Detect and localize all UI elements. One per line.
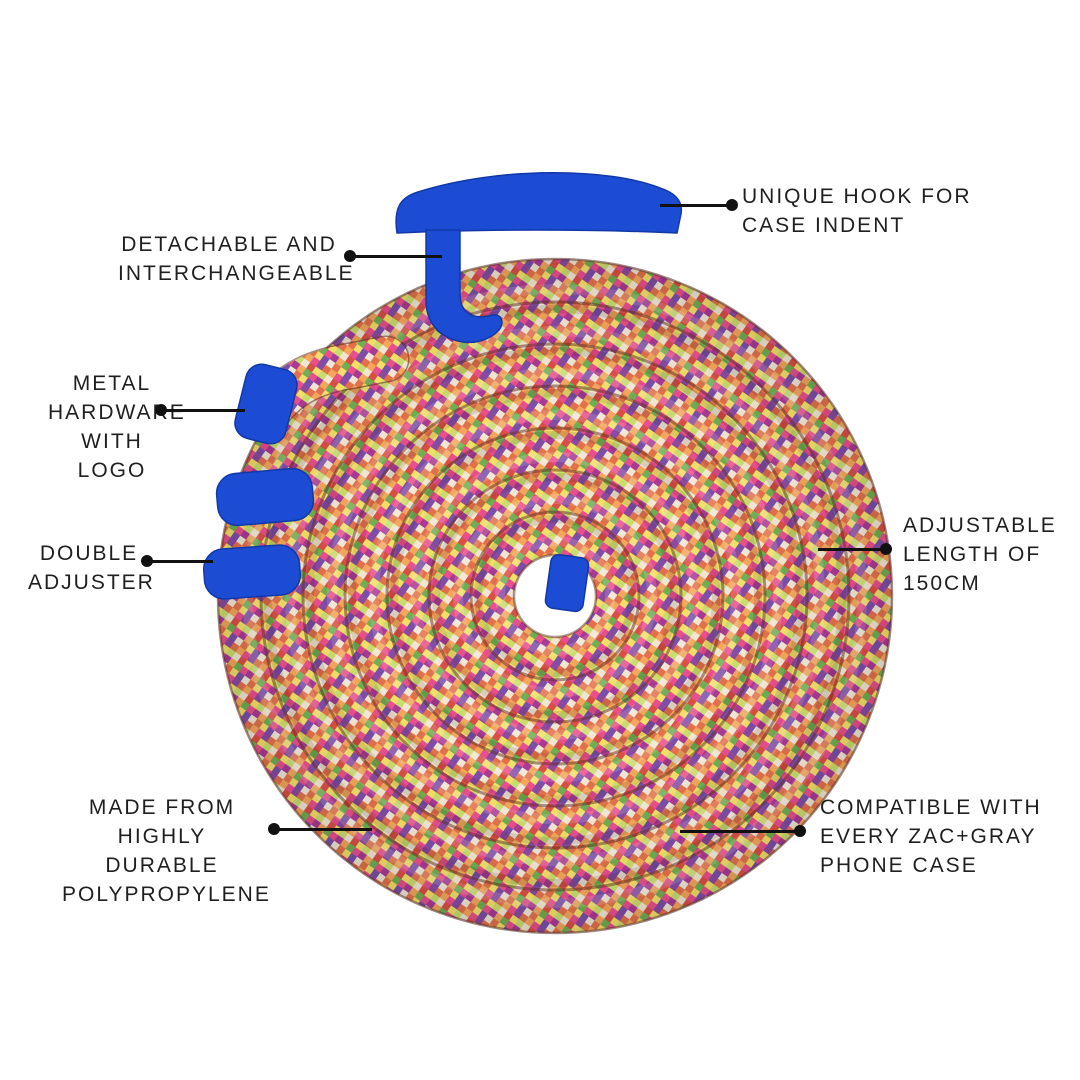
- callout-label-double-adjuster: DOUBLE ADJUSTER: [28, 539, 155, 597]
- callout-line: [149, 560, 213, 563]
- callout-dot: [268, 823, 280, 835]
- callout-label-metal-hardware: METAL HARDWARE WITH LOGO: [48, 369, 186, 485]
- callout-dot: [141, 555, 153, 567]
- callout-dot: [726, 199, 738, 211]
- adjuster-upper: [215, 467, 315, 527]
- hook-curl: [425, 229, 503, 344]
- callout-label-line: DETACHABLE AND: [121, 233, 337, 256]
- callout-line: [818, 548, 888, 551]
- callout-dot: [794, 825, 806, 837]
- callout-dot: [344, 250, 356, 262]
- hook-bar: [395, 172, 683, 234]
- callout-label-compatible: COMPATIBLE WITH EVERY ZAC+GRAY PHONE CAS…: [820, 793, 1050, 880]
- callout-dot: [155, 404, 167, 416]
- callout-label-material: MADE FROM HIGHLY DURABLE POLYPROPYLENE: [62, 793, 271, 909]
- callout-label-line: 150CM: [903, 572, 981, 595]
- callout-label-adjustable-length: ADJUSTABLE LENGTH OF 150CM: [903, 511, 1073, 598]
- callout-line: [163, 409, 245, 412]
- callout-label-line: EVERY ZAC+GRAY: [820, 825, 1037, 848]
- metal-end-cap: [234, 363, 298, 445]
- callout-label-line: CASE INDENT: [742, 214, 906, 237]
- callout-line: [276, 828, 372, 831]
- callout-label-line: ADJUSTER: [28, 571, 155, 594]
- double-adjuster-hardware: [202, 467, 315, 600]
- callout-label-line: INTERCHANGEABLE: [118, 262, 355, 285]
- callout-label-line: PHONE CASE: [820, 854, 978, 877]
- callout-label-line: UNIQUE HOOK FOR: [742, 185, 972, 208]
- callout-label-line: ADJUSTABLE: [903, 514, 1057, 537]
- callout-dot: [880, 543, 892, 555]
- callout-label-line: LENGTH OF: [903, 543, 1042, 566]
- callout-line: [680, 830, 800, 833]
- callout-label-line: WITH LOGO: [77, 430, 147, 482]
- callout-label-unique-hook: UNIQUE HOOK FOR CASE INDENT: [742, 182, 992, 240]
- adjuster-lower: [202, 544, 302, 600]
- callout-line: [660, 204, 734, 207]
- callout-label-line: MADE FROM: [88, 796, 236, 819]
- callout-label-line: COMPATIBLE WITH: [820, 796, 1042, 819]
- callout-label-line: HIGHLY DURABLE: [105, 825, 219, 877]
- callout-label-detachable: DETACHABLE AND INTERCHANGEABLE: [118, 230, 355, 288]
- callout-line: [352, 255, 442, 258]
- callout-label-line: DOUBLE: [39, 542, 139, 565]
- case-hook: [395, 172, 683, 344]
- callout-label-line: POLYPROPYLENE: [62, 883, 271, 906]
- callout-label-line: METAL: [72, 372, 152, 395]
- center-tab: [544, 553, 590, 613]
- callout-label-line: HARDWARE: [48, 401, 186, 424]
